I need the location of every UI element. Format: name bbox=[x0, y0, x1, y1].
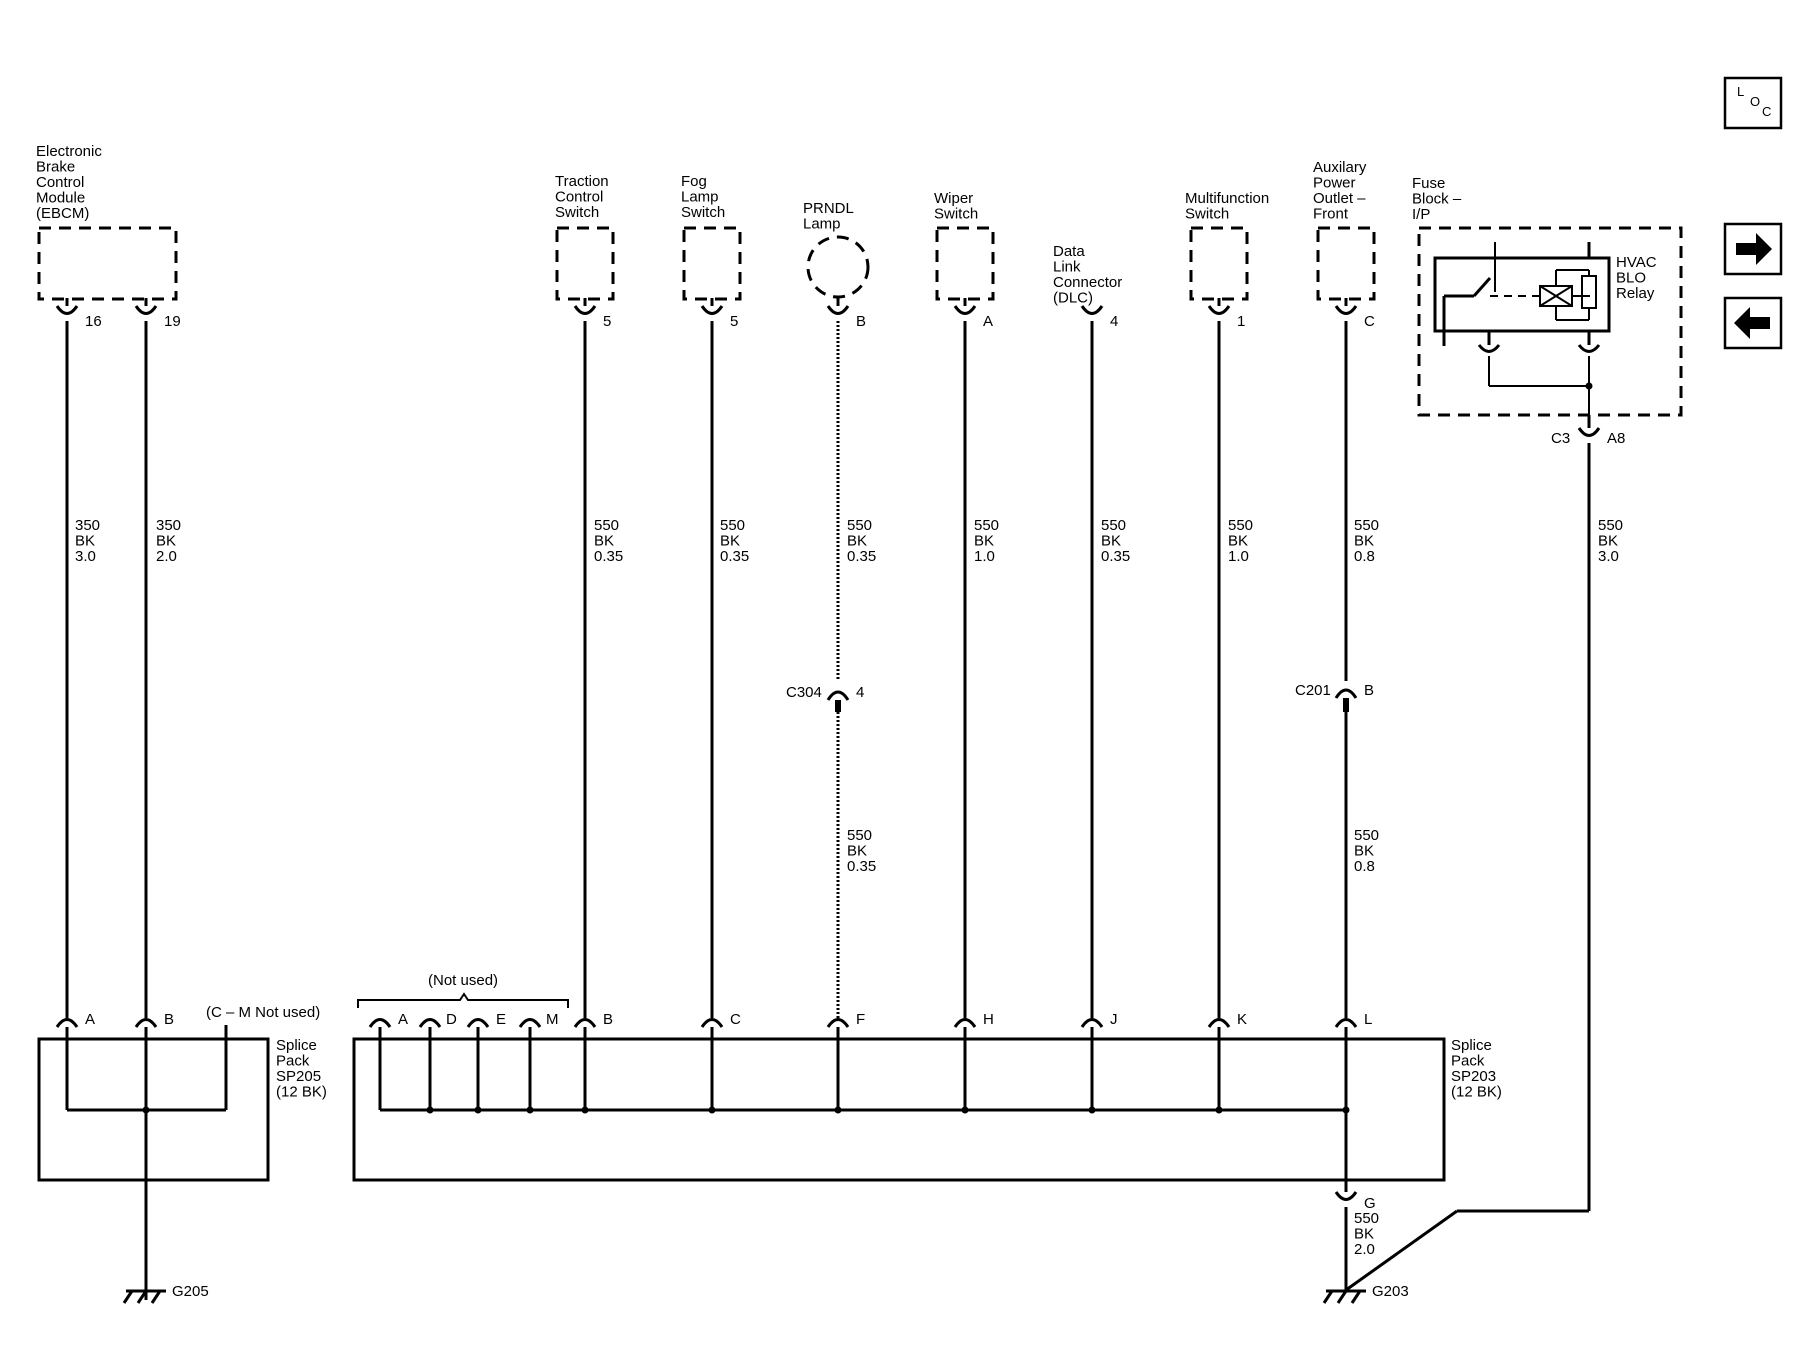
ground-g205-icon bbox=[122, 1289, 166, 1304]
fuse-pin-a8: A8 bbox=[1607, 430, 1625, 447]
pin-wiper: A bbox=[983, 313, 993, 330]
multifunction-switch-box bbox=[1189, 226, 1249, 301]
next-page-button[interactable] bbox=[1723, 222, 1783, 276]
sp203-pin-c: C bbox=[730, 1011, 741, 1028]
prndl-lamp-circle bbox=[806, 235, 870, 299]
loc-letter-c: C bbox=[1762, 104, 1771, 119]
fuse-block-box bbox=[1417, 226, 1683, 417]
pin-ebcm-19: 19 bbox=[164, 313, 181, 330]
prev-page-button[interactable] bbox=[1723, 296, 1783, 350]
sp203-pin-l: L bbox=[1364, 1011, 1372, 1028]
c304-label: C304 bbox=[786, 684, 822, 701]
aux-outlet-box bbox=[1316, 226, 1376, 301]
sp205-label: Splice Pack SP205 (12 BK) bbox=[276, 1037, 327, 1101]
ebcm-box bbox=[37, 226, 178, 301]
fog-label: Fog Lamp Switch bbox=[681, 173, 725, 221]
wiper-switch-box bbox=[935, 226, 995, 301]
inline-connector-c304 bbox=[826, 690, 850, 712]
top-pins bbox=[55, 297, 1601, 437]
splice-pack-sp203 bbox=[352, 992, 1446, 1290]
sp203-pin-b: B bbox=[603, 1011, 613, 1028]
sp203-pin-a: A bbox=[398, 1011, 408, 1028]
wiper-label: Wiper Switch bbox=[934, 190, 978, 223]
fuse-connector-c3: C3 bbox=[1551, 430, 1570, 447]
pin-ebcm-16: 16 bbox=[85, 313, 102, 330]
ground-g205-label: G205 bbox=[172, 1283, 209, 1300]
pin-fog: 5 bbox=[730, 313, 738, 330]
fuse-block-label: Fuse Block – I/P bbox=[1412, 175, 1465, 223]
loc-letter-l: L bbox=[1737, 84, 1744, 99]
hvac-relay bbox=[1433, 242, 1611, 415]
ebcm-label: Electronic Brake Control Module (EBCM) bbox=[36, 143, 106, 222]
sp203-pin-k: K bbox=[1237, 1011, 1247, 1028]
sp203-pin-m: M bbox=[546, 1011, 559, 1028]
traction-switch-box bbox=[555, 226, 615, 301]
ground-g203-label: G203 bbox=[1372, 1283, 1409, 1300]
ground-g203-icon bbox=[1322, 1289, 1366, 1304]
pin-dlc: 4 bbox=[1110, 313, 1118, 330]
c201-label: C201 bbox=[1295, 682, 1331, 699]
inline-connector-c201 bbox=[1334, 688, 1358, 712]
pin-traction: 5 bbox=[603, 313, 611, 330]
fog-switch-box bbox=[682, 226, 742, 301]
aux-label: Auxilary Power Outlet – Front bbox=[1313, 159, 1371, 223]
dlc-label: Data Link Connector (DLC) bbox=[1053, 243, 1126, 307]
pin-aux: C bbox=[1364, 313, 1375, 330]
sp205-pin-a: A bbox=[85, 1011, 95, 1028]
sp205-pin-b: B bbox=[164, 1011, 174, 1028]
arrow-left-icon bbox=[1734, 307, 1770, 339]
sp203-pin-e: E bbox=[496, 1011, 506, 1028]
sp203-pin-j: J bbox=[1110, 1011, 1118, 1028]
sp203-pin-f: F bbox=[856, 1011, 865, 1028]
pin-multifunction: 1 bbox=[1237, 313, 1245, 330]
traction-label: Traction Control Switch bbox=[555, 173, 613, 221]
c201-pin: B bbox=[1364, 682, 1374, 699]
prndl-label: PRNDL Lamp bbox=[803, 200, 857, 233]
arrow-right-icon bbox=[1736, 233, 1772, 265]
wires bbox=[65, 321, 1591, 1292]
c304-pin: 4 bbox=[856, 684, 864, 701]
pin-prndl: B bbox=[856, 313, 866, 330]
sp203-label: Splice Pack SP203 (12 BK) bbox=[1451, 1037, 1502, 1101]
hvac-relay-label: HVAC BLO Relay bbox=[1616, 254, 1661, 302]
loc-button[interactable]: L O C bbox=[1723, 76, 1783, 130]
splice-pack-sp205 bbox=[37, 1018, 270, 1300]
multifunction-label: Multifunction Switch bbox=[1185, 190, 1273, 223]
sp203-not-used-label: (Not used) bbox=[428, 972, 498, 989]
sp205-not-used-note: (C – M Not used) bbox=[206, 1004, 320, 1021]
sp203-pin-h: H bbox=[983, 1011, 994, 1028]
sp203-pin-d: D bbox=[446, 1011, 457, 1028]
sp203-pin-g: G bbox=[1364, 1195, 1376, 1212]
loc-letter-o: O bbox=[1750, 94, 1760, 109]
